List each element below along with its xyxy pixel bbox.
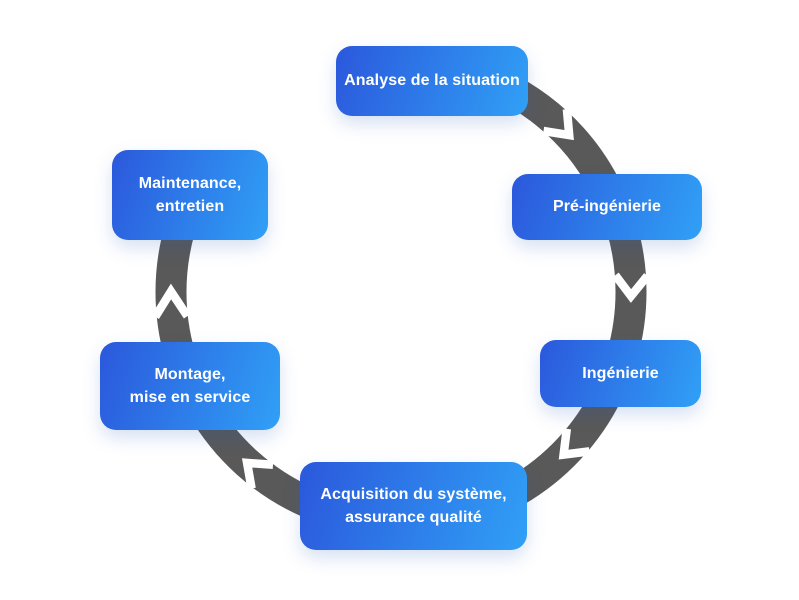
node-label: Analyse de la situation bbox=[344, 72, 520, 90]
node-label: Montage, bbox=[154, 365, 226, 383]
node-acquisition-du-systeme: Acquisition du système, assurance qualit… bbox=[300, 462, 527, 550]
chevron-down-left-icon bbox=[558, 428, 590, 460]
node-ingenierie: Ingénierie bbox=[540, 340, 701, 407]
chevron-up-icon bbox=[151, 283, 191, 320]
node-label: Maintenance, bbox=[138, 174, 242, 192]
node-label: assurance qualité bbox=[345, 509, 482, 526]
node-pre-ingenierie: Pré-ingénierie bbox=[512, 174, 702, 240]
chevron-down-icon bbox=[611, 272, 651, 303]
chevron-up-left-icon bbox=[241, 458, 274, 490]
node-label: Pré-ingénierie bbox=[552, 198, 662, 216]
node-analyse-de-la-situation: Analyse de la situation bbox=[336, 46, 528, 116]
node-montage-mise-en-service: Montage, mise en service bbox=[100, 342, 280, 430]
node-maintenance-entretien: Maintenance, entretien bbox=[112, 150, 268, 240]
node-label: Ingénierie bbox=[582, 364, 659, 382]
node-label: Acquisition du système, bbox=[320, 485, 507, 503]
node-label: mise en service bbox=[129, 389, 251, 406]
node-label: entretien bbox=[155, 198, 225, 215]
chevron-down-right-icon bbox=[542, 108, 574, 141]
